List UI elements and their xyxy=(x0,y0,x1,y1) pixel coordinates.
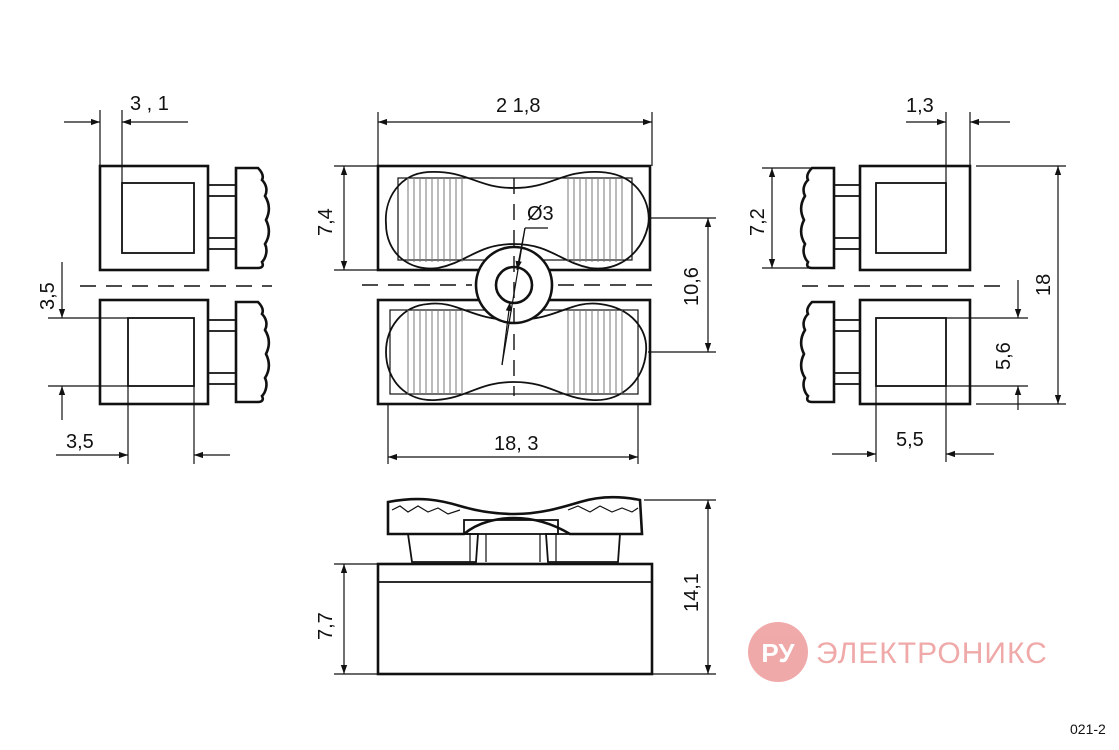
dim-right-top-width: 1,3 xyxy=(906,95,934,117)
dim-left-bottom-width: 3,5 xyxy=(66,431,94,453)
dim-right-button-height: 7,2 xyxy=(747,208,769,236)
center-view xyxy=(334,112,716,464)
dim-bottom-base-height: 7,7 xyxy=(315,612,337,640)
watermark-logo-text: РУ xyxy=(761,638,795,668)
dim-left-top-width: 3 , 1 xyxy=(130,93,169,115)
left-view xyxy=(48,110,272,464)
dim-right-block-width: 5,5 xyxy=(896,429,924,451)
dim-center-half-height: 7,4 xyxy=(315,208,337,236)
watermark: РУ ЭЛЕКТРОНИКС xyxy=(748,622,1048,682)
dim-center-span: 10,6 xyxy=(681,267,703,306)
dim-center-inner-width: 18, 3 xyxy=(494,433,538,455)
dim-center-hole-diameter: Ø3 xyxy=(527,203,554,225)
dim-bottom-overall-height: 14,1 xyxy=(681,573,703,612)
right-view xyxy=(762,112,1066,462)
upper-button-shape xyxy=(385,171,650,270)
dim-left-pitch: 3,5 xyxy=(37,282,59,310)
dim-center-overall-width: 2 1,8 xyxy=(496,95,540,117)
lower-button-shape xyxy=(385,302,647,401)
bottom-view xyxy=(334,495,716,676)
figure-code: 021-2 xyxy=(1070,721,1106,737)
watermark-brand-text: ЭЛЕКТРОНИКС xyxy=(816,637,1048,670)
dim-right-overall-height: 18 xyxy=(1033,274,1055,296)
watermark-logo-circle xyxy=(748,622,808,682)
dim-right-block-height: 5,6 xyxy=(993,342,1015,370)
